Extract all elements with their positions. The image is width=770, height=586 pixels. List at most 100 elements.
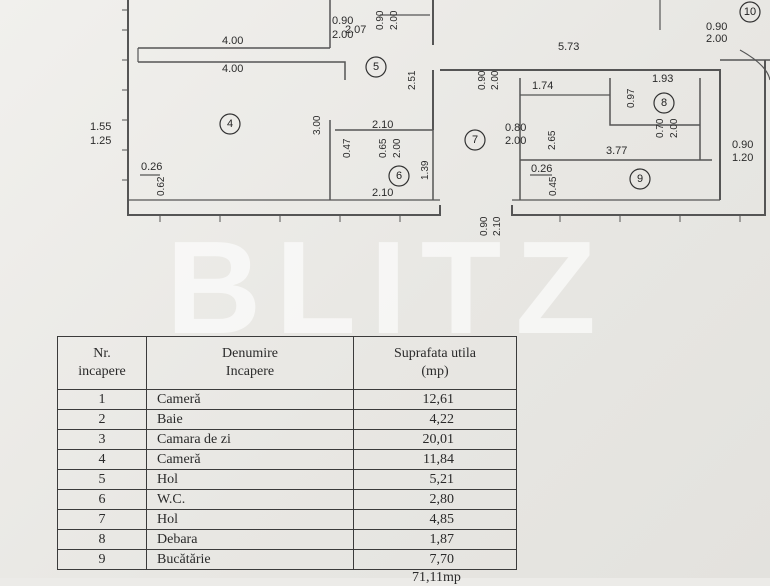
dimension-label: 0.45: [548, 176, 559, 196]
dimension-label: 0.90: [732, 139, 753, 151]
room-number: 9: [637, 173, 643, 185]
dimension-label: 3.77: [606, 145, 627, 157]
room-name-cell: Camara de zi: [146, 429, 354, 450]
dimension-label: 1.39: [420, 160, 431, 180]
room-number-cell: 7: [57, 509, 147, 530]
dimension-label: 2.00: [332, 29, 353, 41]
dimension-label: 2.10: [492, 216, 503, 236]
room-number-cell: 9: [57, 549, 147, 570]
room-marker: [653, 92, 675, 114]
room-marker: [219, 113, 241, 135]
dimension-label: 2.10: [372, 119, 393, 131]
dimension-label: 2.00: [389, 10, 400, 30]
watermark-logo: BLITZ: [166, 214, 610, 361]
room-number-cell: 3: [57, 429, 147, 450]
dimension-label: 2.65: [547, 130, 558, 150]
wall: [440, 69, 721, 200]
dimension-label: 0.90: [332, 15, 353, 27]
dimension-label: 0.26: [141, 161, 162, 173]
table-header-row: Nr. incapere Denumire Incapere Suprafata…: [57, 336, 517, 390]
dimension-label: 2.00: [490, 70, 501, 90]
room-area-cell: 4,85: [353, 509, 517, 530]
wall: [609, 78, 700, 126]
room-number-cell: 5: [57, 469, 147, 490]
column-header-room-number: Nr. incapere: [57, 336, 147, 390]
room-area-cell: 20,01: [353, 429, 517, 450]
room-area-table: Nr. incapere Denumire Incapere Suprafata…: [57, 336, 517, 570]
dimension-label: 2.51: [407, 70, 418, 90]
room-area-cell: 5,21: [353, 469, 517, 490]
dimension-label: 0.26: [531, 163, 552, 175]
room-marker: [629, 168, 651, 190]
dimension-label: 2.00: [505, 135, 526, 147]
room-area-cell: 11,84: [353, 449, 517, 470]
room-number: 10: [744, 6, 756, 18]
dimension-label: 0.47: [342, 138, 353, 158]
dimension-label: 3.00: [312, 115, 323, 135]
room-number: 4: [227, 118, 233, 130]
room-area-cell: 1,87: [353, 529, 517, 550]
room-area-cell: 12,61: [353, 389, 517, 410]
room-area-cell: 2,80: [353, 489, 517, 510]
room-name-cell: W.C.: [146, 489, 354, 510]
column-header-area: Suprafata utila (mp): [353, 336, 517, 390]
dimension-label: 0.65: [378, 138, 389, 158]
wall: [335, 129, 434, 200]
dimension-label: 0.80: [505, 122, 526, 134]
room-marker: [365, 56, 387, 78]
dimension-label: 4.00: [222, 63, 243, 75]
dimension-label: 2.00: [392, 138, 403, 158]
room-area-cell: 7,70: [353, 549, 517, 570]
room-number-cell: 8: [57, 529, 147, 550]
dimension-label: 1.93: [652, 73, 673, 85]
room-marker: [388, 165, 410, 187]
room-number-cell: 2: [57, 409, 147, 430]
dimension-label: 0.90: [375, 10, 386, 30]
wall: [138, 61, 346, 80]
dimension-label: 0.90: [477, 70, 488, 90]
wall: [511, 60, 766, 216]
dimension-label: 5.73: [558, 41, 579, 53]
dimension-label: 1.74: [532, 80, 553, 92]
room-marker: [739, 1, 761, 23]
dimension-label: 0.90: [479, 216, 490, 236]
room-number-cell: 1: [57, 389, 147, 410]
dimension-label: 4.00: [222, 35, 243, 47]
dimension-label: 0.62: [156, 176, 167, 196]
dimension-label: 2.00: [706, 33, 727, 45]
dimension-label: 1.20: [732, 152, 753, 164]
dimension-label: 1.25: [90, 135, 111, 147]
wall: [127, 0, 441, 216]
floor-plan: 2.07 0.90 2.00 0.90 2.00 4.00 4.00 5.73 …: [90, 0, 770, 236]
total-area: 71,11mp: [412, 570, 461, 585]
room-area-cell: 4,22: [353, 409, 517, 430]
room-name-cell: Bucătărie: [146, 549, 354, 570]
dimension-label: 0.90: [706, 21, 727, 33]
room-number: 6: [396, 170, 402, 182]
room-name-cell: Baie: [146, 409, 354, 430]
room-name-cell: Cameră: [146, 389, 354, 410]
room-name-cell: Cameră: [146, 449, 354, 470]
room-number-cell: 4: [57, 449, 147, 470]
room-name-cell: Hol: [146, 469, 354, 490]
room-number-cell: 6: [57, 489, 147, 510]
room-name-cell: Debara: [146, 529, 354, 550]
room-marker: [464, 129, 486, 151]
room-name-cell: Hol: [146, 509, 354, 530]
wall: [739, 49, 770, 81]
column-header-room-name: Denumire Incapere: [146, 336, 354, 390]
dimension-label: 2.00: [669, 118, 680, 138]
room-number: 8: [661, 97, 667, 109]
room-number: 5: [373, 61, 379, 73]
dimension-label: 0.70: [655, 118, 666, 138]
dimension-label: 1.55: [90, 121, 111, 133]
dimension-label: 0.97: [626, 88, 637, 108]
wall-hatch: [122, 9, 741, 222]
